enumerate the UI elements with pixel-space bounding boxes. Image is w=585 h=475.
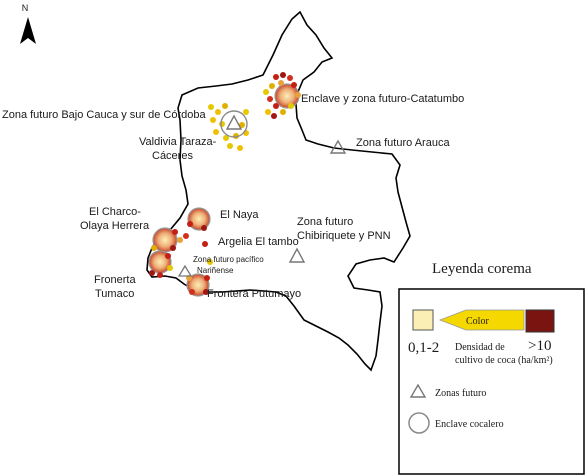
label-chibiriquete-line2: Chibiriquete y PNN [297,230,391,242]
label-putumayo: Frontera Putumayo [207,288,301,300]
legend-enclave: Enclave cocalero [435,419,504,430]
label-tumaco-line1: Fronerta [94,274,136,286]
future-zone-arauca-icon [329,139,347,154]
label-charco-line1: El Charco- [89,206,141,218]
label-charco-line2: Olaya Herrera [80,220,150,232]
enclave-legend-icon [408,412,430,434]
country-outline [146,10,411,372]
legend-title: Leyenda corema [432,261,532,277]
label-argelia: Argelia El tambo [218,236,299,248]
catatumbo-enclave [263,72,301,119]
label-naya: El Naya [220,209,259,221]
legend-arrow-label: Color [466,316,489,327]
label-arauca: Zona futuro Arauca [356,137,450,149]
color-arrow-icon [438,309,525,331]
legend-high-swatch [525,309,555,333]
legend-density-line1: Densidad de [455,342,505,353]
future-zone-legend-icon [409,383,427,398]
legend-future-zones: Zonas futuro [435,388,486,399]
label-chibiriquete-line1: Zona futuro [297,216,353,228]
label-catatumbo: Enclave y zona futuro-Catatumbo [301,93,464,105]
future-zone-chibiriquete-icon [288,247,306,263]
future-zone-bajo-cauca-icon [225,114,243,130]
label-pacifico-line2: Nariñense [197,266,234,275]
label-tumaco-line2: Tumaco [95,288,134,300]
label-valdivia-line2: Cáceres [152,150,193,162]
label-bajo-cauca: Zona futuro Bajo Cauca y sur de Córdoba [2,109,207,121]
label-valdivia-line1: Valdivia Taraza- [139,136,217,148]
legend-low-swatch [412,309,434,331]
legend-density-line2: cultivo de coca (ha/km²) [455,355,553,366]
legend-high-value: >10 [528,338,551,354]
label-pacifico-line1: Zona futuro pacífico [193,255,264,264]
legend-low-value: 0,1-2 [408,340,439,356]
north-label: N [22,3,29,13]
north-arrow-icon: N [20,3,36,44]
bajo-cauca-cluster [208,103,249,151]
pacific-enclaves [148,207,213,297]
future-zone-pacific-icon [177,264,193,277]
legend: Leyenda corema Color 0,1-2 >10 Densidad … [398,261,585,475]
